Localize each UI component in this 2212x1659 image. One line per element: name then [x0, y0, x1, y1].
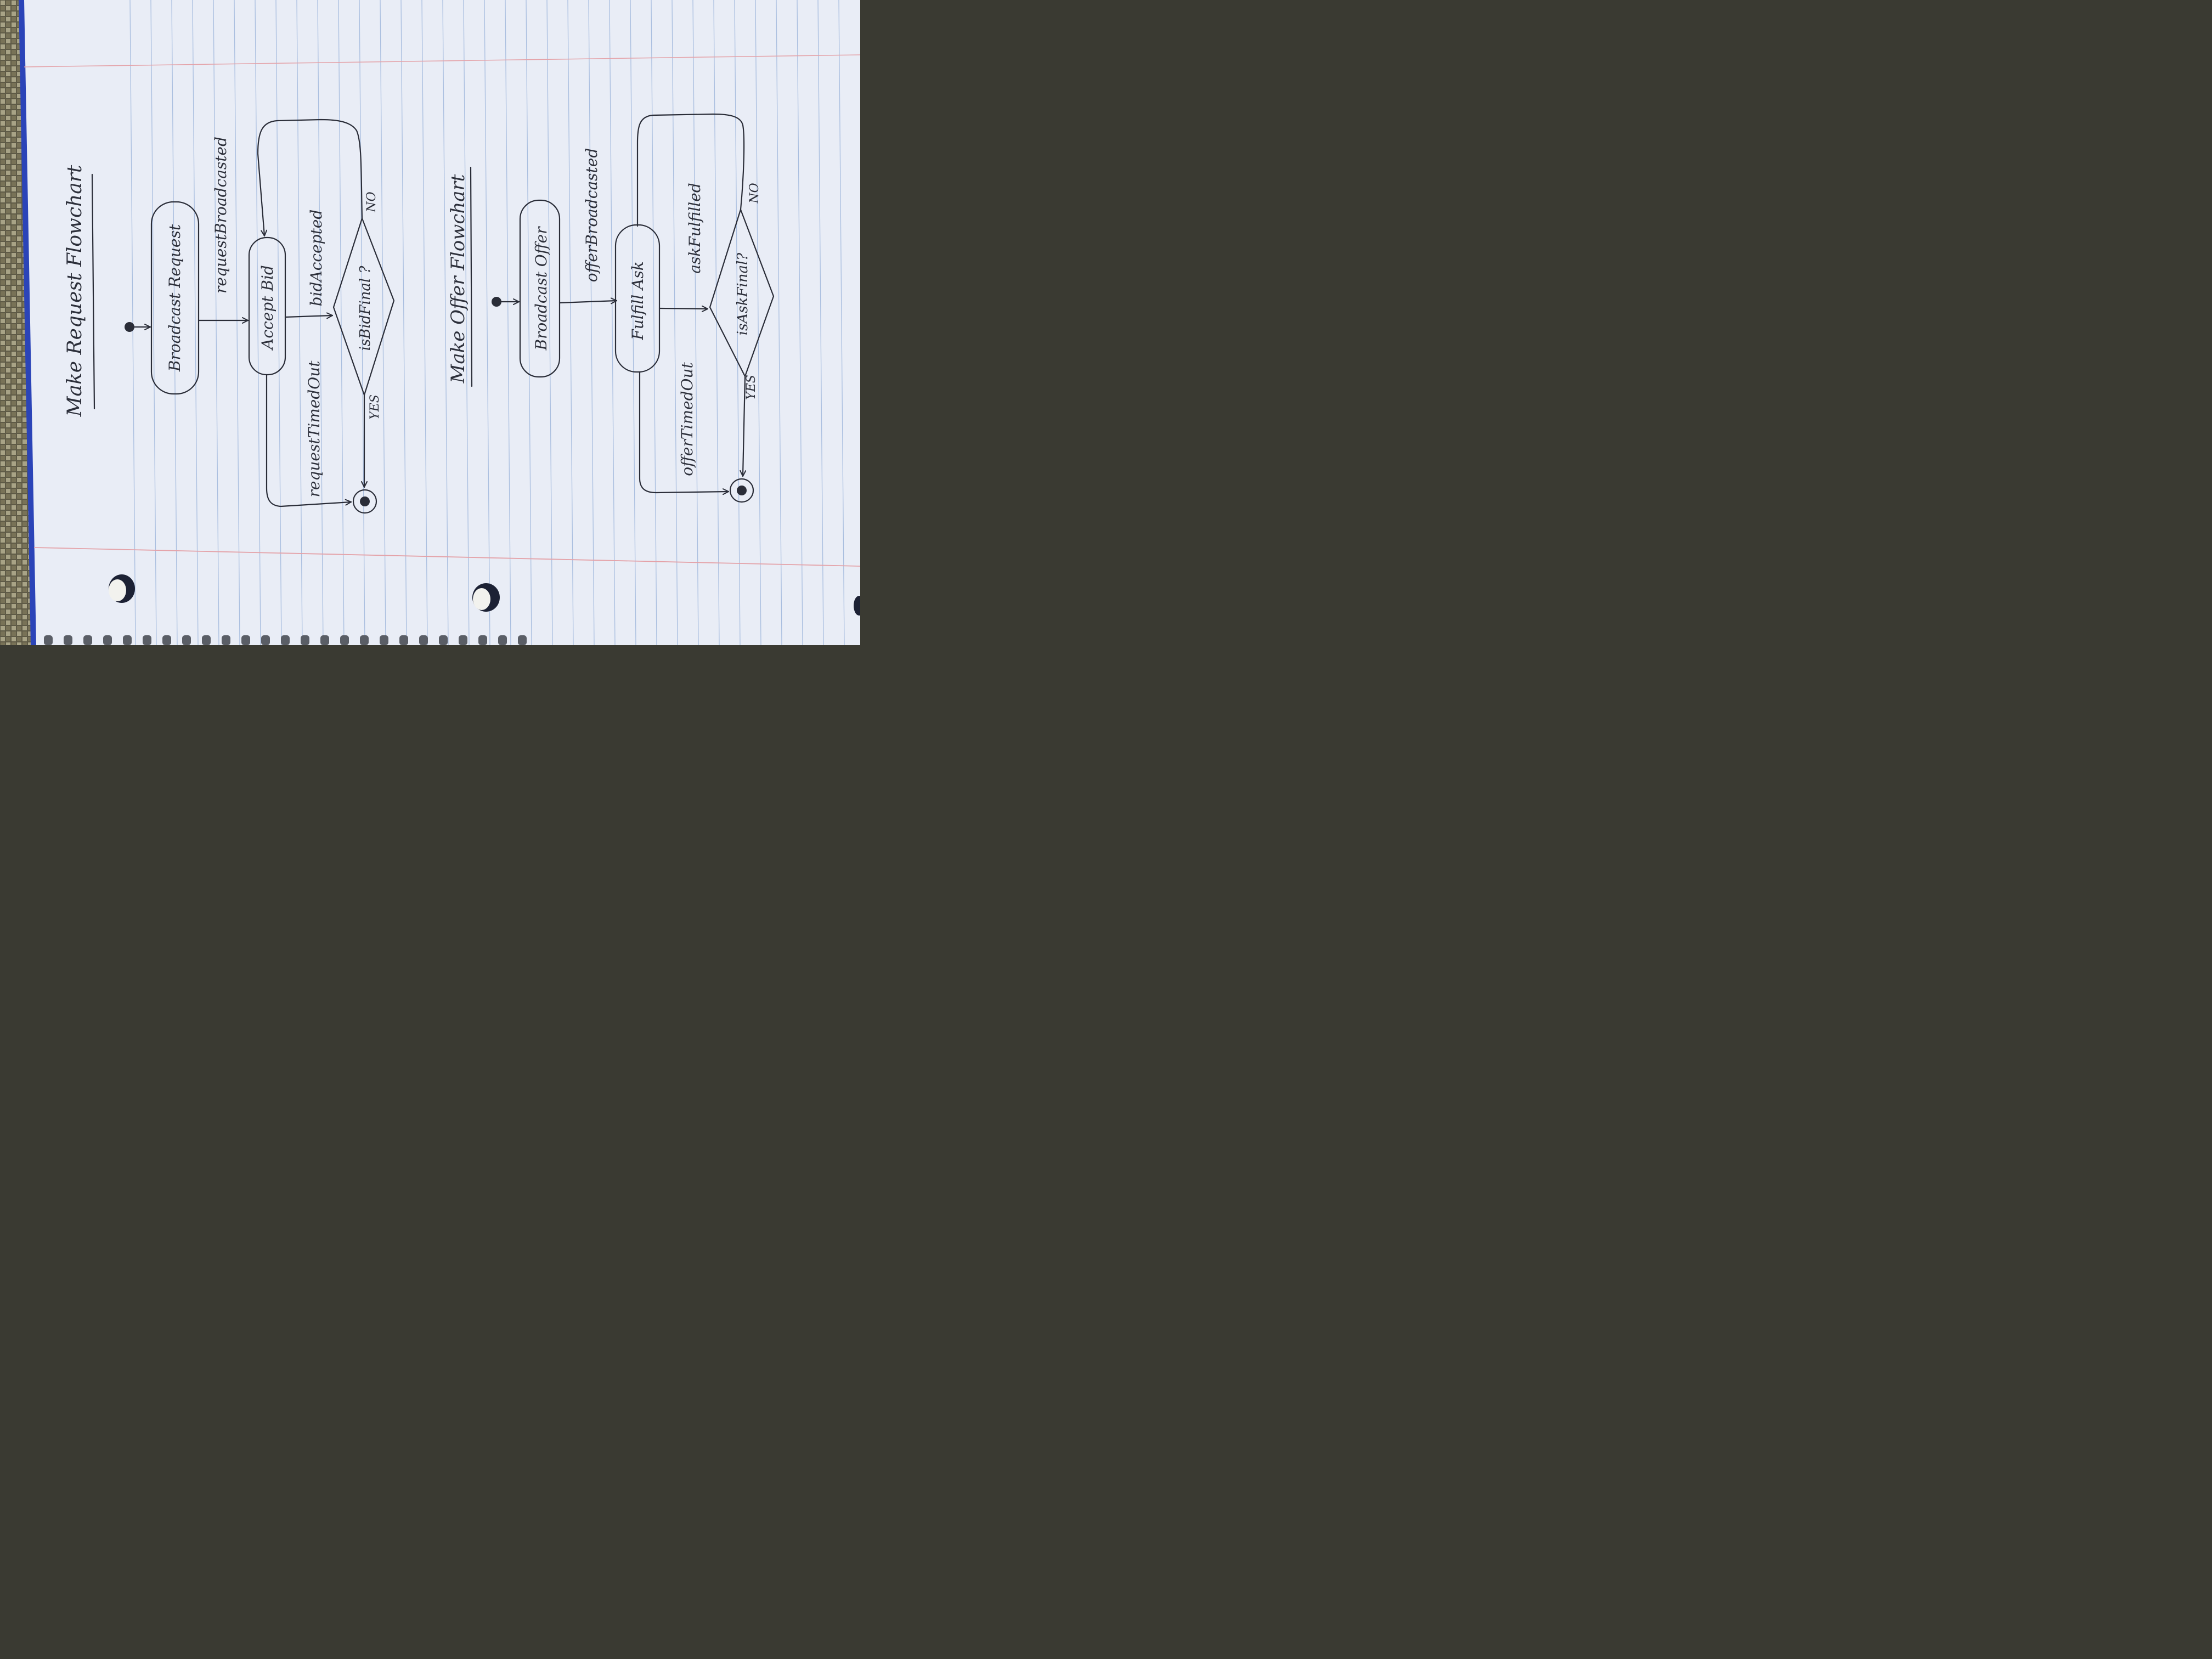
- diagram-2-edge-fulfilled-label: askFulfilled: [686, 183, 704, 274]
- diagram-2-edge-yes-label: YES: [744, 375, 758, 400]
- diagram-1-node-broadcast-request-label: Broadcast Request: [166, 224, 184, 372]
- diagram-1-edge-timed-out-label: requestTimedOut: [305, 360, 323, 498]
- diagram-1-end-node: [352, 489, 377, 514]
- diagram-1-decision-is-bid-final: [332, 217, 395, 396]
- diagram-1-edge-broadcasted-label: requestBroadcasted: [212, 137, 230, 294]
- spiral-binding: [44, 635, 527, 645]
- diagram-2-edge-no: [636, 113, 745, 227]
- diagram-1-edge-yes-label: YES: [368, 394, 382, 420]
- diagram-1-decision-label: isBidFinal ?: [357, 266, 374, 351]
- diagram-2-edge-no-label: NO: [748, 183, 761, 204]
- diagram-1-edge-no-label: NO: [365, 191, 379, 212]
- diagram-2-edge-timed-out-label: offerTimedOut: [678, 362, 696, 476]
- diagram-1-node-broadcast-request: [150, 201, 200, 395]
- diagram-2-decision-is-ask-final: [709, 208, 775, 377]
- diagram-make-offer: Make Offer Flowchart Broadcast Offer off…: [447, 113, 775, 503]
- diagram-2-node-broadcast-offer: [519, 199, 561, 378]
- diagram-make-request: Make Request Flowchart Broadcast Request…: [64, 119, 395, 514]
- diagram-2-node-fulfill-ask-label: Fulfill Ask: [629, 261, 647, 340]
- diagram-2-end-node-core: [737, 486, 747, 495]
- diagram-2-decision-label: isAskFinal?: [735, 252, 751, 335]
- notebook-photo: Make Request Flowchart Broadcast Request…: [0, 0, 860, 645]
- diagram-2-edge-broadcasted-label: offerBroadcasted: [583, 148, 601, 283]
- diagram-1-edge-timed-out: [266, 374, 351, 507]
- diagram-1-title: Make Request Flowchart: [64, 165, 86, 417]
- diagram-1-title-underline: [91, 173, 95, 410]
- binding-edge: [19, 0, 36, 645]
- diagram-2-edge-broadcasted: [558, 301, 617, 303]
- diagram-2-start-node: [492, 297, 501, 307]
- diagram-2-title: Make Offer Flowchart: [447, 174, 469, 383]
- diagram-2-title-underline: [470, 166, 473, 387]
- margin-line-top: [24, 54, 860, 67]
- ruled-lines: [129, 0, 845, 645]
- diagram-1-edge-no: [257, 119, 363, 236]
- diagram-1-edge-accepted: [284, 315, 332, 317]
- margin-line-bottom: [33, 547, 860, 567]
- diagram-1-node-accept-bid-label: Accept Bid: [258, 265, 276, 351]
- punched-holes: [109, 574, 860, 616]
- diagram-1-edge-accepted-label: bidAccepted: [307, 210, 325, 307]
- diagram-2-edge-fulfilled: [658, 308, 709, 309]
- diagram-1-end-node-core: [360, 496, 370, 506]
- notebook-paper: [22, 0, 860, 645]
- diagram-2-node-broadcast-offer-label: Broadcast Offer: [532, 226, 550, 351]
- diagram-2-edge-yes: [743, 375, 745, 476]
- diagram-2-end-node: [729, 478, 754, 503]
- diagram-1-start-node: [125, 322, 134, 332]
- diagram-2-edge-timed-out: [639, 371, 730, 493]
